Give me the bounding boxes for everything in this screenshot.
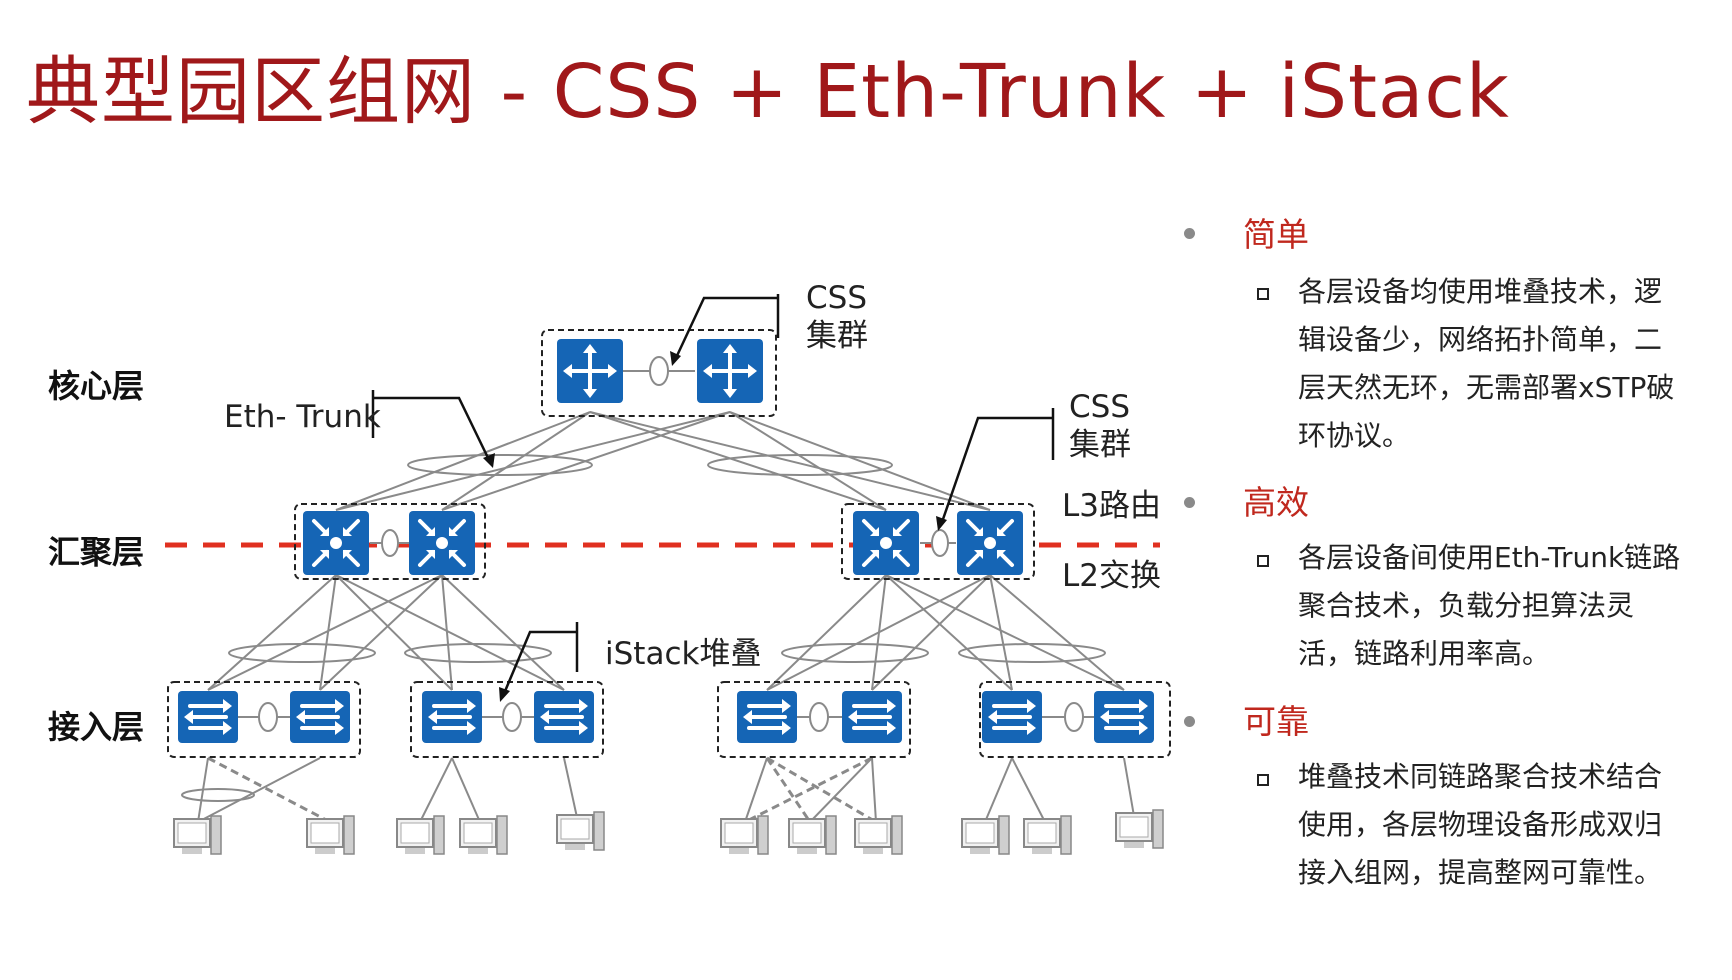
pc-icon [396, 815, 445, 855]
bullet-dot-icon [1184, 716, 1195, 727]
access-endpoint-dashed-links [207, 756, 877, 824]
benefit-heading: 简单 [1243, 215, 1309, 254]
access-switch-icon [1092, 689, 1156, 745]
page-title: 典型园区组网 - CSS + Eth-Trunk + iStack [26, 49, 1510, 135]
pc-icon [556, 811, 605, 851]
eth-trunk-ring [181, 788, 255, 802]
sub-bullet-square-icon [1257, 774, 1269, 786]
sub-bullet-square-icon [1257, 288, 1269, 300]
stack-boxes [167, 329, 1171, 758]
pc-icon [1023, 815, 1072, 855]
core-layer-label: 核心层 [48, 367, 144, 405]
eth-trunk-ring [407, 454, 593, 476]
css-core-label: CSS [806, 280, 867, 316]
benefit-heading: 可靠 [1243, 702, 1309, 741]
css-agg-label: CSS [1069, 389, 1130, 425]
stack-links [238, 356, 1094, 732]
benefit-description: 各层设备均使用堆叠技术，逻辑设备少，网络拓扑简单，二层天然无环，无需部署xSTP… [1298, 275, 1675, 452]
eth-trunk-ring [781, 643, 929, 663]
benefit-description: 堆叠技术同链路聚合技术结合使用，各层物理设备形成双归接入组网，提高整网可靠性。 [1298, 760, 1663, 889]
aggregation-switch-icon [851, 509, 921, 577]
topology-diagram: 核心层 汇聚层 接入层 [48, 280, 1171, 855]
access-switch-icon [980, 689, 1044, 745]
benefit-description: 各层设备间使用Eth-Trunk链路聚合技术，负载分担算法灵活，链路利用率高。 [1298, 541, 1681, 670]
core-aggregation-links [335, 411, 991, 511]
access-switch-icon [176, 689, 240, 745]
l2-switching-label: L2交换 [1062, 558, 1161, 594]
access-switch-icon [840, 689, 904, 745]
eth-trunk-ring [707, 454, 893, 476]
core-router-icon [555, 337, 625, 405]
pc-icon [854, 815, 903, 855]
css-agg-cluster-label: 集群 [1069, 427, 1131, 463]
access-switch-icon [735, 689, 799, 745]
aggregation-access-links [207, 574, 1125, 691]
pc-icon [788, 815, 837, 855]
eth-trunk-ring [228, 643, 376, 663]
callout-arrowheads [483, 351, 947, 702]
access-endpoint-links [197, 757, 1136, 823]
callout-lines [371, 294, 1055, 697]
bullet-dot-icon [1184, 497, 1195, 508]
eth-trunk-label: Eth- Trunk [224, 399, 381, 435]
eth-trunk-ring [958, 643, 1106, 663]
pc-icon [459, 815, 508, 855]
aggregation-switch-icon [301, 509, 371, 577]
access-switch-icon [532, 689, 596, 745]
benefit-heading: 高效 [1243, 483, 1309, 522]
eth-trunk-ring [404, 643, 552, 663]
access-layer-label: 接入层 [48, 708, 144, 746]
access-switch-icon [288, 689, 352, 745]
aggregation-layer-label: 汇聚层 [48, 533, 144, 571]
pc-icon [720, 815, 769, 855]
l3-routing-label: L3路由 [1062, 488, 1161, 524]
aggregation-switch-icon [407, 509, 477, 577]
aggregation-switch-icon [955, 509, 1025, 577]
core-router-icon [695, 337, 765, 405]
pc-icon [306, 815, 355, 855]
pc-icon [961, 815, 1010, 855]
access-switch-icon [420, 689, 484, 745]
istack-label: iStack堆叠 [605, 636, 761, 672]
css-core-cluster-label: 集群 [806, 318, 868, 354]
sub-bullet-square-icon [1257, 555, 1269, 567]
pc-icon [173, 815, 222, 855]
pc-icon [1115, 809, 1164, 849]
bullet-dot-icon [1184, 228, 1195, 239]
